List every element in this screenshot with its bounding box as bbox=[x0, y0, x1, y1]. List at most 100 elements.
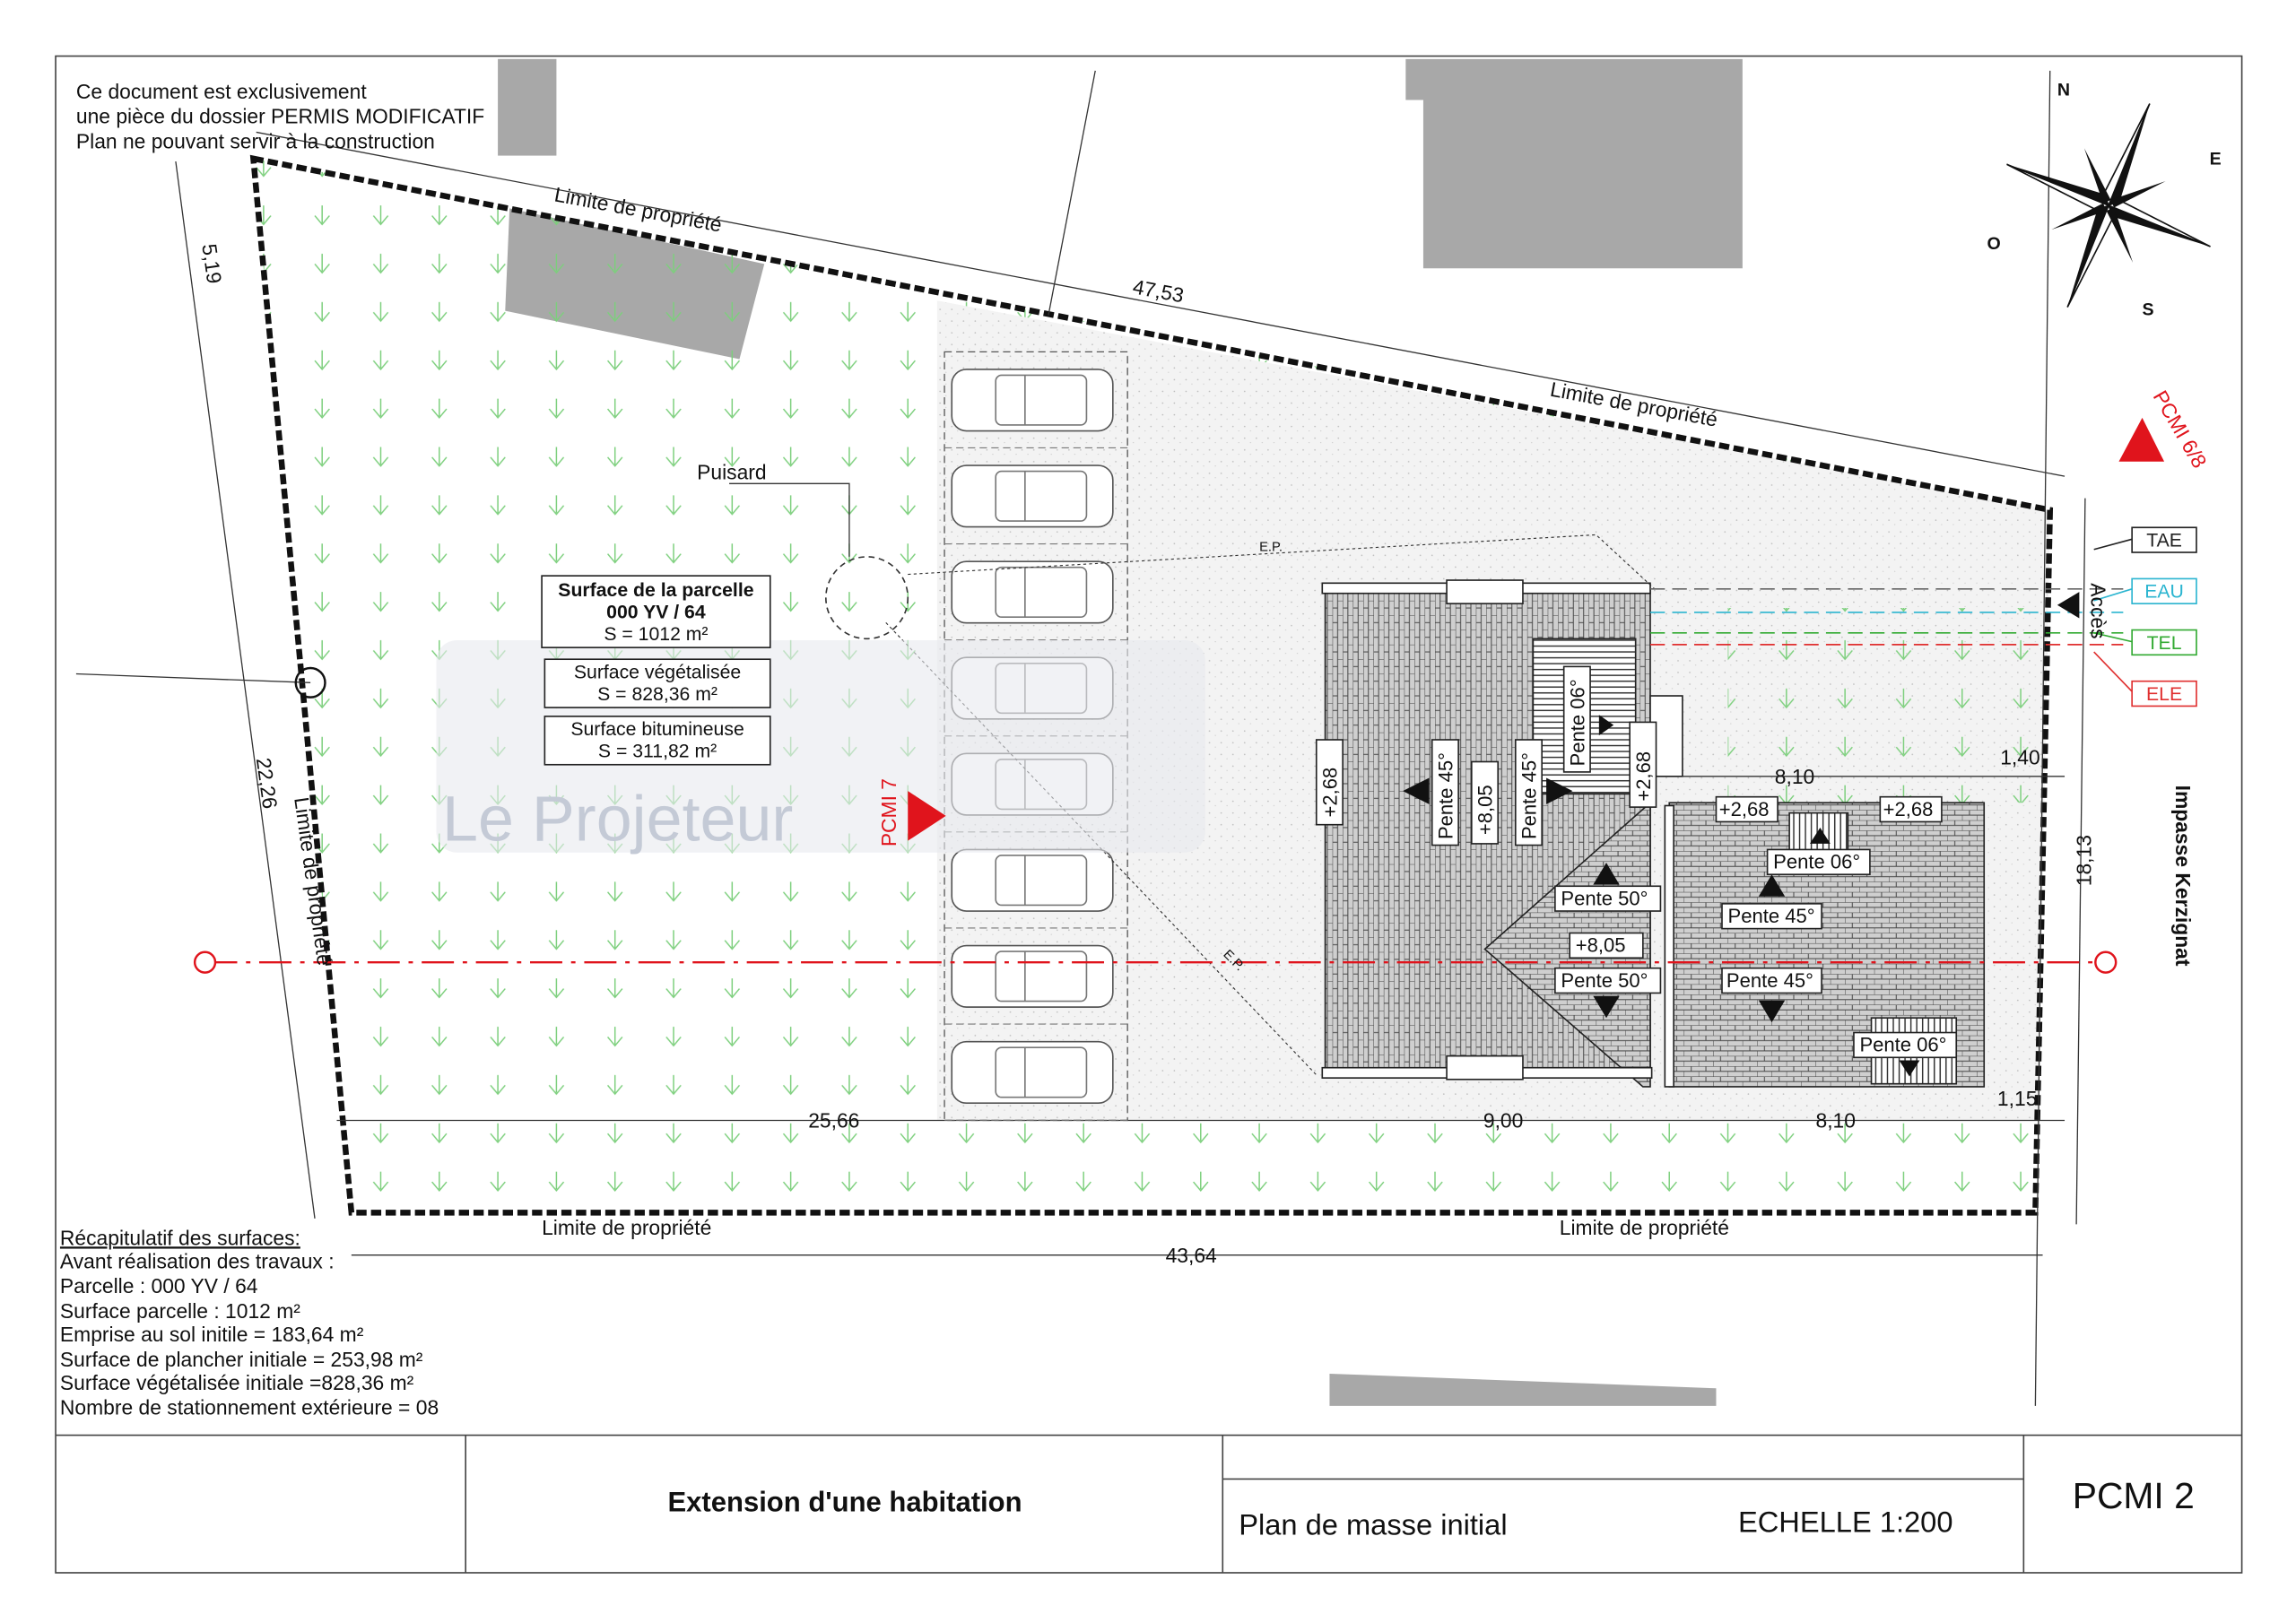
svg-text:S = 311,82 m²: S = 311,82 m² bbox=[598, 742, 717, 762]
slope-arrow-icons bbox=[1403, 715, 1920, 1077]
project-title: Extension d'une habitation bbox=[667, 1486, 1022, 1517]
street-name: Impasse Kerzignat bbox=[2171, 785, 2195, 967]
svg-text:18,13: 18,13 bbox=[2072, 835, 2095, 886]
pcmi6-view-arrow-icon bbox=[2118, 417, 2165, 462]
legend-ele: ELE bbox=[2131, 680, 2197, 707]
svg-text:25,66: 25,66 bbox=[808, 1109, 859, 1133]
dimension-lines bbox=[75, 70, 2086, 1406]
parking-space bbox=[944, 560, 1128, 641]
axis-marker-right bbox=[2094, 950, 2118, 974]
scale-label: ECHELLE 1:200 bbox=[1738, 1505, 1953, 1538]
svg-text:Surface parcelle : 1012 m²: Surface parcelle : 1012 m² bbox=[60, 1299, 300, 1323]
parking-space bbox=[944, 1040, 1128, 1121]
svg-text:000 YV / 64: 000 YV / 64 bbox=[606, 602, 706, 622]
label-limite-bottom-right: Limite de propriété bbox=[1560, 1216, 1729, 1239]
notice: Ce document est exclusivement une pièce … bbox=[76, 80, 484, 153]
legend-tae: TAE bbox=[2131, 526, 2197, 553]
access-arrow-icon bbox=[2057, 592, 2080, 619]
svg-text:+2,68: +2,68 bbox=[1319, 768, 1342, 818]
svg-text:S = 1012 m²: S = 1012 m² bbox=[604, 624, 708, 645]
svg-text:Pente 45°: Pente 45° bbox=[1728, 905, 1815, 927]
svg-text:8,10: 8,10 bbox=[1775, 765, 1814, 788]
svg-text:Récapitulatif des surfaces:: Récapitulatif des surfaces: bbox=[60, 1226, 300, 1249]
svg-text:Pente 45°: Pente 45° bbox=[1726, 969, 1813, 992]
svg-text:S: S bbox=[2143, 300, 2154, 320]
vegetated-surface-box: Surface végétalisée S = 828,36 m² bbox=[544, 658, 771, 708]
parking-space bbox=[944, 369, 1128, 449]
axis-marker-left bbox=[193, 950, 217, 974]
garden-patch bbox=[1727, 608, 2043, 803]
puisard-symbol bbox=[825, 556, 909, 640]
svg-text:+8,05: +8,05 bbox=[1474, 785, 1497, 835]
svg-text:Pente 06°: Pente 06° bbox=[1773, 851, 1860, 873]
svg-text:une pièce du dossier PERMIS MO: une pièce du dossier PERMIS MODIFICATIF bbox=[76, 105, 484, 128]
parcel-surface-box: Surface de la parcelle 000 YV / 64 S = 1… bbox=[541, 575, 771, 648]
svg-text:Surface végétalisée: Surface végétalisée bbox=[574, 662, 741, 682]
svg-text:22,26: 22,26 bbox=[252, 756, 283, 810]
svg-text:Pente 06°: Pente 06° bbox=[1567, 679, 1589, 766]
legend-label: ELE bbox=[2146, 684, 2182, 705]
roof-annotations: +2,68 Pente 45° +8,05 Pente 45° Pente 06… bbox=[1315, 665, 1958, 1059]
sheet-title: Plan de masse initial bbox=[1239, 1508, 1507, 1541]
label-acces: Accès bbox=[2086, 583, 2109, 638]
svg-text:1,40: 1,40 bbox=[2000, 746, 2039, 769]
svg-text:Nombre de stationnement extéri: Nombre de stationnement extérieure = 08 bbox=[60, 1396, 439, 1419]
svg-text:S = 828,36 m²: S = 828,36 m² bbox=[597, 684, 718, 705]
network-legend: TAE EAU TEL ELE bbox=[2131, 526, 2197, 707]
compass-letters: N E S O bbox=[1987, 81, 2222, 320]
legend-label: TEL bbox=[2147, 633, 2182, 654]
svg-text:+2,68: +2,68 bbox=[1719, 798, 1770, 820]
svg-text:5,19: 5,19 bbox=[197, 242, 226, 285]
svg-text:Parcelle : 000 YV / 64: Parcelle : 000 YV / 64 bbox=[60, 1274, 258, 1298]
svg-text:Emprise au sol initile = 183,6: Emprise au sol initile = 183,64 m² bbox=[60, 1323, 364, 1346]
svg-text:Pente 45°: Pente 45° bbox=[1435, 752, 1457, 839]
svg-text:Pente 50°: Pente 50° bbox=[1561, 969, 1648, 992]
network-lines bbox=[1650, 538, 2133, 692]
sheet-number: PCMI 2 bbox=[2073, 1475, 2195, 1516]
svg-text:Pente 06°: Pente 06° bbox=[1859, 1034, 1946, 1056]
svg-text:Pente 45°: Pente 45° bbox=[1518, 752, 1541, 839]
pcmi7-view-arrow-icon bbox=[908, 791, 946, 841]
title-block bbox=[56, 1434, 2242, 1573]
svg-text:N: N bbox=[2057, 81, 2070, 100]
svg-text:O: O bbox=[1987, 234, 2001, 254]
svg-text:43,64: 43,64 bbox=[1166, 1244, 1217, 1267]
parking-space bbox=[944, 464, 1128, 545]
compass-rose-icon bbox=[2006, 103, 2211, 308]
svg-text:Plan ne pouvant servir à la co: Plan ne pouvant servir à la construction bbox=[76, 129, 435, 152]
label-puisard: Puisard bbox=[697, 460, 766, 483]
svg-text:E: E bbox=[2210, 149, 2222, 169]
puisard-leader bbox=[729, 482, 850, 557]
watermark-text: Le Projeteur bbox=[442, 784, 793, 855]
parking-space bbox=[944, 944, 1128, 1025]
svg-text:47,53: 47,53 bbox=[1131, 274, 1186, 307]
bitumen-surface-box: Surface bitumineuse S = 311,82 m² bbox=[544, 716, 771, 766]
sheet-frame bbox=[55, 55, 2243, 1574]
svg-text:1,15: 1,15 bbox=[1997, 1087, 2037, 1110]
svg-text:8,10: 8,10 bbox=[1815, 1109, 1855, 1133]
svg-text:Avant réalisation des travaux: Avant réalisation des travaux : bbox=[60, 1249, 335, 1272]
property-line bbox=[249, 154, 2054, 1216]
pcmi7-reference: PCMI 7 bbox=[877, 778, 900, 846]
label-ep-1: E.P. bbox=[1259, 540, 1283, 554]
svg-text:9,00: 9,00 bbox=[1483, 1109, 1523, 1133]
parking-space bbox=[944, 848, 1128, 929]
dimension-values: 47,53 5,19 22,26 25,66 9,00 8,10 8,10 1,… bbox=[197, 242, 2095, 1267]
surface-summary: Récapitulatif des surfaces: Avant réalis… bbox=[60, 1226, 439, 1419]
legend-tel: TEL bbox=[2131, 629, 2197, 656]
pole-symbol bbox=[294, 666, 326, 699]
svg-text:Surface de plancher initiale =: Surface de plancher initiale = 253,98 m² bbox=[60, 1348, 423, 1371]
svg-text:+2,68: +2,68 bbox=[1632, 751, 1655, 802]
legend-label: EAU bbox=[2144, 582, 2184, 603]
label-limite-bottom-left: Limite de propriété bbox=[542, 1216, 711, 1239]
svg-text:Surface de la parcelle: Surface de la parcelle bbox=[558, 580, 753, 601]
svg-text:Surface bitumineuse: Surface bitumineuse bbox=[570, 719, 744, 740]
svg-text:Surface végétalisée initiale =: Surface végétalisée initiale =828,36 m² bbox=[60, 1371, 414, 1394]
svg-text:Pente 50°: Pente 50° bbox=[1561, 887, 1648, 909]
legend-eau: EAU bbox=[2131, 577, 2197, 604]
svg-text:Ce document est exclusivement: Ce document est exclusivement bbox=[76, 80, 367, 103]
svg-text:+2,68: +2,68 bbox=[1883, 798, 1934, 820]
legend-label: TAE bbox=[2146, 530, 2182, 551]
svg-text:+8,05: +8,05 bbox=[1576, 934, 1626, 957]
